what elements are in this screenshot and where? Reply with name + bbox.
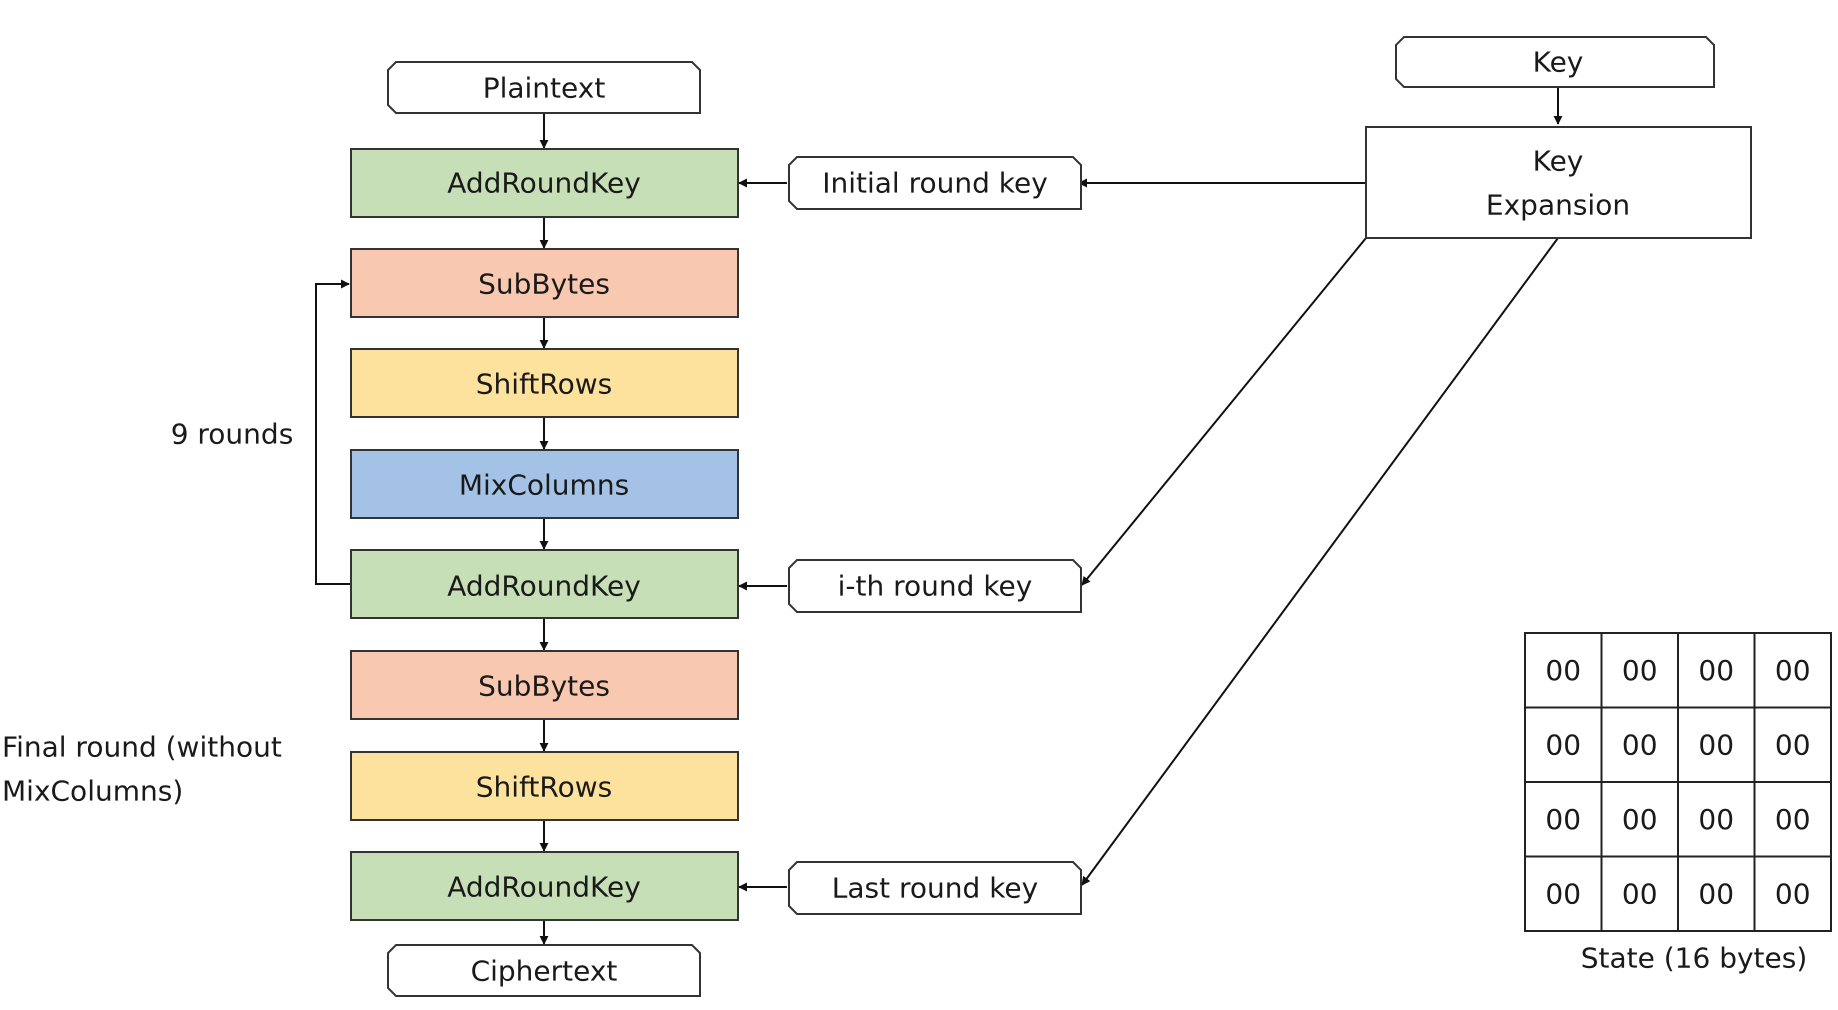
arrow-expansion-to-ith-key: [1081, 237, 1367, 586]
state-cell-value: 00: [1545, 654, 1581, 687]
state-caption: State (16 bytes): [1581, 942, 1808, 975]
ciphertext-label: Ciphertext: [471, 955, 618, 988]
main-round-group: SubBytes ShiftRows MixColumns AddRoundKe…: [171, 248, 739, 619]
key-expansion-line2: Expansion: [1486, 189, 1630, 222]
state-cell-value: 00: [1775, 728, 1811, 761]
state-cell: [1753, 855, 1832, 932]
state-cell-value: 00: [1622, 728, 1658, 761]
ciphertext-node: Ciphertext: [387, 944, 701, 997]
state-grid: 00 00 00 00 00 00 00 00 00 00 00 00 00 00 00 00: [1524, 632, 1832, 932]
loop-back-arrow: [315, 279, 351, 585]
state-cell-value: 00: [1698, 877, 1734, 910]
final-round-group: SubBytes ShiftRows AddRoundKey Final rou…: [2, 650, 739, 921]
state-cell: [1524, 632, 1603, 709]
mixcolumns-label: MixColumns: [459, 469, 629, 502]
initial-round-key-shape: [788, 156, 1082, 210]
final-shiftrows-box: [350, 751, 739, 821]
key-expansion-line1: Key: [1533, 145, 1584, 178]
state-cell-value: 00: [1698, 728, 1734, 761]
shiftrows-box: [350, 348, 739, 418]
shiftrows-label: ShiftRows: [476, 368, 612, 401]
state-cell: [1753, 706, 1832, 783]
round-addroundkey-label: AddRoundKey: [447, 570, 641, 603]
state-cell: [1524, 855, 1603, 932]
initial-round-key-label: Initial round key: [822, 167, 1048, 200]
state-cell: [1600, 632, 1679, 709]
final-round-label-line1: Final round (without: [2, 731, 282, 764]
state-cell-value: 00: [1775, 654, 1811, 687]
round-keys: Initial round key i-th round key Last ro…: [788, 156, 1082, 915]
state-cell: [1677, 855, 1756, 932]
final-subbytes-label: SubBytes: [478, 670, 610, 703]
plaintext-shape: [387, 61, 701, 114]
state-cell-value: 00: [1775, 877, 1811, 910]
state-cell-value: 00: [1545, 803, 1581, 836]
initial-addroundkey-box: [350, 148, 739, 218]
round-addroundkey-box: [350, 549, 739, 619]
key-expansion-box: [1365, 126, 1752, 239]
final-shiftrows-label: ShiftRows: [476, 771, 612, 804]
subbytes-box: [350, 248, 739, 318]
final-addroundkey-box: [350, 851, 739, 921]
last-round-key-shape: [788, 861, 1082, 915]
state-cell: [1600, 706, 1679, 783]
initial-addroundkey-label: AddRoundKey: [447, 167, 641, 200]
final-addroundkey-label: AddRoundKey: [447, 871, 641, 904]
state-cell-value: 00: [1622, 877, 1658, 910]
ciphertext-shape: [387, 944, 701, 997]
state-cell-value: 00: [1545, 728, 1581, 761]
state-cell: [1753, 781, 1832, 858]
flow-connectors: [315, 87, 1563, 945]
key-node: Key: [1395, 36, 1715, 88]
state-cell-value: 00: [1545, 877, 1581, 910]
state-cell: [1600, 855, 1679, 932]
subbytes-label: SubBytes: [478, 268, 610, 301]
nine-rounds-label: 9 rounds: [171, 418, 294, 451]
arrow-expansion-to-last-key: [1081, 237, 1559, 886]
final-subbytes-box: [350, 650, 739, 720]
state-cell: [1753, 632, 1832, 709]
plaintext-node: Plaintext: [387, 61, 701, 114]
state-cell-value: 00: [1698, 803, 1734, 836]
ith-round-key-label: i-th round key: [838, 570, 1033, 603]
mixcolumns-box: [350, 449, 739, 519]
key-shape: [1395, 36, 1715, 88]
plaintext-label: Plaintext: [483, 72, 606, 105]
state-cell-value: 00: [1622, 654, 1658, 687]
last-round-key-label: Last round key: [832, 872, 1038, 905]
initial-addroundkey-step: AddRoundKey: [350, 148, 739, 218]
ith-round-key-shape: [788, 559, 1082, 613]
state-cell-value: 00: [1622, 803, 1658, 836]
state-cell-value: 00: [1775, 803, 1811, 836]
state-cell-value: 00: [1698, 654, 1734, 687]
final-round-label-line2: MixColumns): [2, 775, 183, 808]
key-label: Key: [1533, 46, 1584, 79]
key-expansion-node: Key Expansion: [1365, 126, 1752, 239]
